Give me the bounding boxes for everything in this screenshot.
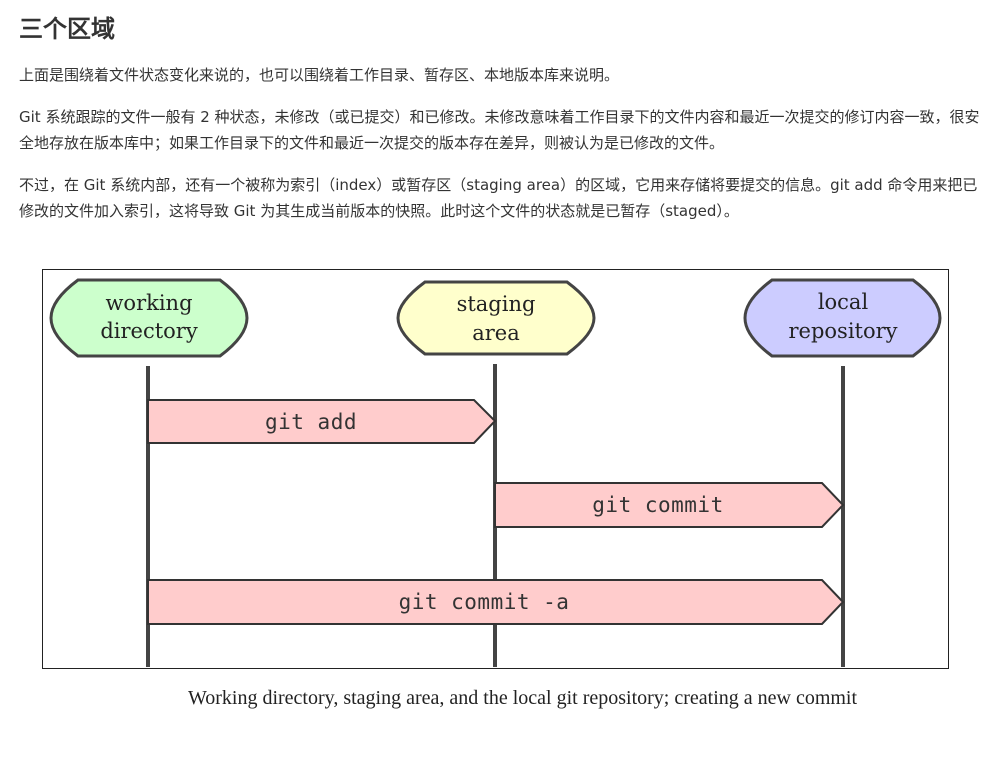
git-add-arrow: git add (147, 399, 497, 444)
file-states-paragraph: Git 系统跟踪的文件一般有 2 种状态，未修改（或已提交）和已修改。未修改意味… (19, 108, 980, 152)
section-heading: 三个区域 (19, 15, 115, 43)
git-commit-arrow: git commit (494, 482, 845, 528)
staging-area-label-line2: area (472, 321, 520, 345)
git-add-label: git add (265, 410, 357, 434)
working-directory-label-line2: directory (100, 319, 198, 343)
git-commit-label: git commit (592, 493, 723, 517)
local-repository-label-line1: local (818, 290, 869, 314)
working-directory-node: working directory (49, 278, 249, 358)
staging-area-node: staging area (396, 280, 596, 356)
working-directory-label-line1: working (105, 291, 192, 315)
intro-paragraph: 上面是围绕着文件状态变化来说的，也可以围绕着工作目录、暂存区、本地版本库来说明。 (19, 66, 620, 84)
local-repository-label-line2: repository (788, 319, 897, 343)
figure-caption: Working directory, staging area, and the… (187, 687, 858, 709)
git-commit-a-arrow: git commit -a (147, 579, 845, 625)
diagram-frame (42, 269, 949, 669)
staging-area-label-line1: staging (457, 292, 536, 316)
local-repository-node: local repository (743, 278, 942, 358)
staging-area-paragraph: 不过，在 Git 系统内部，还有一个被称为索引（index）或暂存区（stagi… (19, 176, 978, 220)
git-commit-a-label: git commit -a (399, 590, 570, 614)
